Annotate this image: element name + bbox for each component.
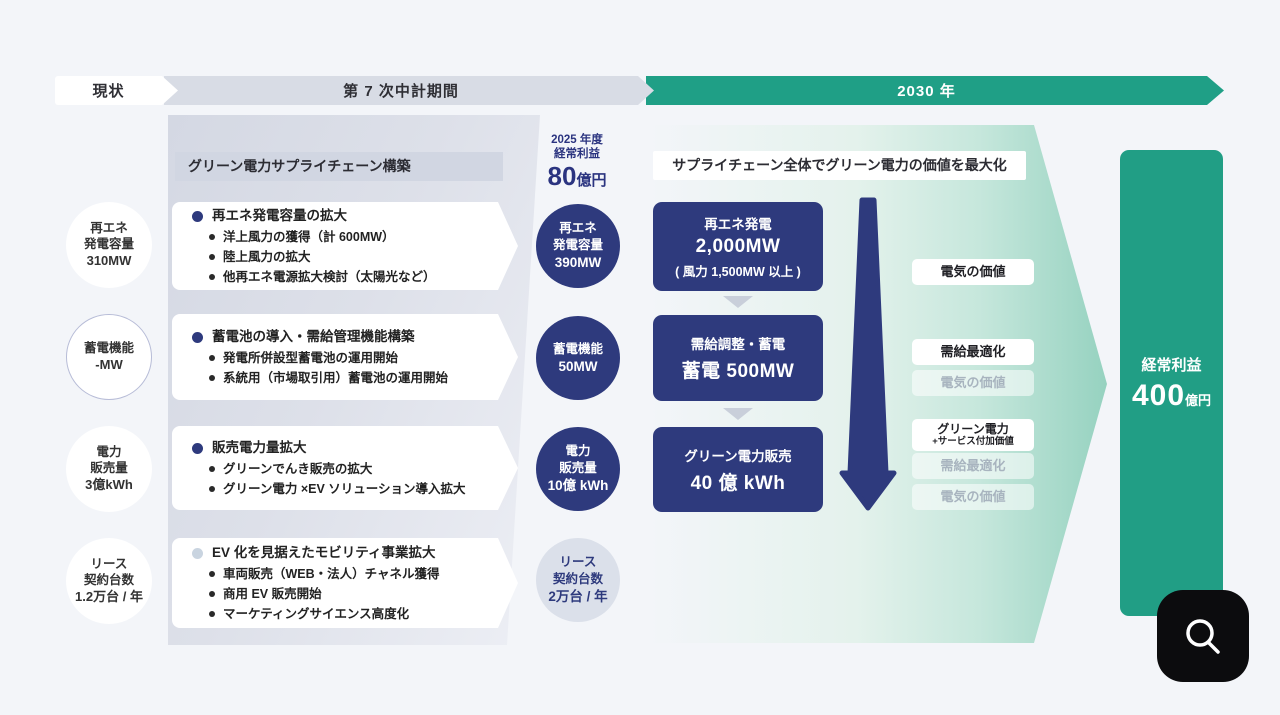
timeline-midterm: 第 7 次中計期間 <box>164 76 654 105</box>
initiative-item: マーケティングサイエンス高度化 <box>209 604 498 624</box>
initiative-item: グリーンでんき販売の拡大 <box>209 459 498 479</box>
initiative-item: 系統用（市場取引用）蓄電池の運用開始 <box>209 368 498 388</box>
right-section-header: サプライチェーン全体でグリーン電力の価値を最大化 <box>653 151 1026 180</box>
arrow-tip-icon <box>1207 76 1224 105</box>
result-profit-bar: 経常利益 400 億円 <box>1120 150 1223 616</box>
bullet-icon <box>209 611 215 617</box>
target-2025-renewable: 再エネ 発電容量 390MW <box>536 204 620 288</box>
initiative-card-sales: 販売電力量拡大 グリーンでんき販売の拡大 グリーン電力 ×EV ソリューション導… <box>172 426 518 510</box>
result-profit-label: 経常利益 <box>1141 356 1202 374</box>
target-2025-storage: 蓄電機能 50MW <box>536 316 620 400</box>
initiative-item: 洋上風力の獲得（計 600MW） <box>209 227 498 247</box>
result-profit-unit: 億円 <box>1185 392 1212 408</box>
bullet-icon <box>192 547 203 559</box>
timeline-2030-label: 2030 年 <box>897 83 956 100</box>
search-icon <box>1186 619 1220 654</box>
initiative-card-mobility: EV 化を見据えたモビリティ事業拡大 車両販売（WEB・法人）チャネル獲得 商用… <box>172 538 518 628</box>
timeline-current: 現状 <box>55 76 178 105</box>
profit-2025: 2025 年度 経常利益 80億円 <box>527 133 627 191</box>
bullet-icon <box>209 274 215 280</box>
bullet-icon <box>209 571 215 577</box>
flow-box-retail: グリーン電力販売 40 億 kWh <box>653 427 823 512</box>
initiative-title: 再エネ発電容量の拡大 <box>212 208 347 223</box>
current-metric-sales: 電力 販売量 3億kWh <box>66 426 152 512</box>
left-section-header: グリーン電力サプライチェーン構築 <box>175 152 503 181</box>
initiative-item: 商用 EV 販売開始 <box>209 584 498 604</box>
bullet-icon <box>209 375 215 381</box>
bullet-icon <box>209 466 215 472</box>
flow-box-generation: 再エネ発電 2,000MW ( 風力 1,500MW 以上 ) <box>653 202 823 291</box>
initiative-item: 車両販売（WEB・法人）チャネル獲得 <box>209 564 498 584</box>
initiative-card-storage: 蓄電池の導入・需給管理機能構築 発電所併設型蓄電池の運用開始 系統用（市場取引用… <box>172 314 518 400</box>
initiative-item: 他再エネ電源拡大検討（太陽光など） <box>209 267 498 287</box>
value-label-electricity-faded: 電気の価値 <box>912 370 1034 396</box>
value-label-optimization-faded: 需給最適化 <box>912 453 1034 479</box>
profit-2025-year: 2025 年度 <box>551 134 603 146</box>
bullet-icon <box>192 442 203 454</box>
profit-2025-unit: 億円 <box>576 172 607 189</box>
initiative-item: 陸上風力の拡大 <box>209 247 498 267</box>
bullet-icon <box>209 355 215 361</box>
current-metric-storage: 蓄電機能 -MW <box>66 314 152 400</box>
target-2025-sales: 電力 販売量 10億 kWh <box>536 427 620 511</box>
bullet-icon <box>209 254 215 260</box>
initiative-item: 発電所併設型蓄電池の運用開始 <box>209 348 498 368</box>
value-chain-down-arrow-icon <box>839 197 897 511</box>
current-metric-lease: リース 契約台数 1.2万台 / 年 <box>66 538 152 624</box>
profit-2025-label: 経常利益 <box>554 148 600 160</box>
initiative-title: 蓄電池の導入・需給管理機能構築 <box>212 329 415 344</box>
bullet-icon <box>192 331 203 343</box>
bullet-icon <box>209 486 215 492</box>
flow-box-balancing: 需給調整・蓄電 蓄電 500MW <box>653 315 823 401</box>
initiative-item: グリーン電力 ×EV ソリューション導入拡大 <box>209 479 498 499</box>
timeline-2030: 2030 年 <box>646 76 1224 105</box>
bullet-icon <box>192 210 203 222</box>
result-profit-value: 400 <box>1131 378 1186 412</box>
value-label-optimization: 需給最適化 <box>912 339 1034 365</box>
timeline-midterm-label: 第 7 次中計期間 <box>343 83 459 100</box>
value-label-green-power-service: グリーン電力 +サービス付加価値 <box>912 419 1034 451</box>
search-button[interactable] <box>1157 590 1249 682</box>
current-metric-renewable: 再エネ 発電容量 310MW <box>66 202 152 288</box>
value-label-electricity-faded: 電気の価値 <box>912 484 1034 510</box>
initiative-title: EV 化を見据えたモビリティ事業拡大 <box>212 545 436 560</box>
bullet-icon <box>209 234 215 240</box>
target-2025-lease: リース 契約台数 2万台 / 年 <box>536 538 620 622</box>
profit-2025-value: 80 <box>547 161 577 191</box>
bullet-icon <box>209 591 215 597</box>
initiative-title: 販売電力量拡大 <box>212 440 307 455</box>
value-label-electricity: 電気の価値 <box>912 259 1034 285</box>
timeline-current-label: 現状 <box>92 83 125 100</box>
initiative-card-renewable: 再エネ発電容量の拡大 洋上風力の獲得（計 600MW） 陸上風力の拡大 他再エネ… <box>172 202 518 290</box>
